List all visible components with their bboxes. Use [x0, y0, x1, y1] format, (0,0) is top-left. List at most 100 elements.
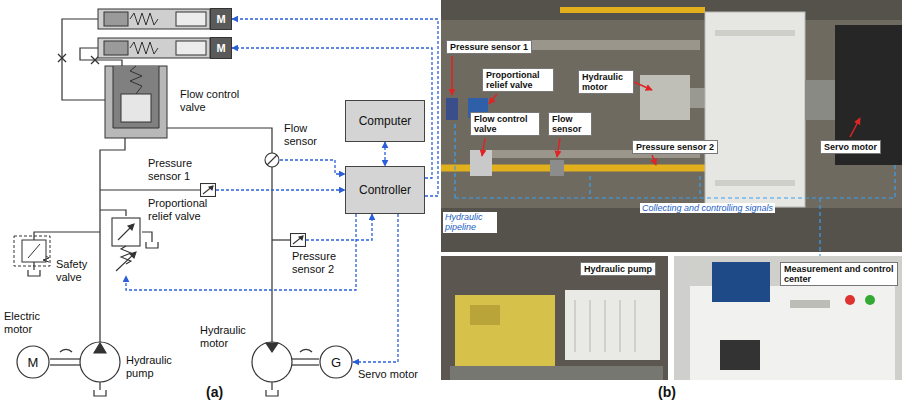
safety-valve-part — [22, 240, 46, 262]
control-center-photo-part — [674, 256, 902, 380]
flow-symbol-part — [265, 153, 279, 167]
hydraulic-lines-part — [58, 54, 66, 62]
pump-photo — [441, 256, 668, 380]
flow-control-valve-part — [121, 94, 151, 122]
servo-motor-circle: G — [319, 345, 353, 379]
signal-connector — [126, 214, 356, 290]
hydraulic-lines-part — [100, 210, 126, 216]
hydraulic-lines-part — [266, 390, 278, 396]
test-bench-photo-part — [715, 30, 795, 36]
test-bench-photo-part — [470, 150, 492, 176]
flow-symbol-drawing — [264, 152, 280, 168]
pressure-sensor-symbol: Pressure sensor 1 — [200, 183, 216, 197]
hydraulic-lines — [28, 19, 319, 396]
node-text: Flow sensor — [552, 114, 582, 134]
pump-photo-part — [565, 290, 660, 360]
flow-control-valve — [105, 66, 167, 138]
annotation-text: Collecting and controlling signals — [640, 203, 775, 213]
controller-box: Controller — [345, 166, 425, 214]
solenoid-valve-part — [104, 41, 128, 55]
control-center-photo-part — [720, 340, 760, 370]
solenoid-valve-part — [98, 38, 210, 58]
node-text: Flow control valve — [474, 114, 528, 134]
photo-label: Measurement and control center — [780, 262, 898, 286]
pump-and-motor-symbols-part — [94, 343, 106, 353]
node-text: Hydraulic motor — [582, 72, 623, 92]
signal-connector — [353, 214, 398, 362]
flow-symbol-part — [267, 155, 277, 165]
pump-photo-part — [470, 305, 500, 325]
hydraulic-lines-part — [50, 364, 80, 365]
panel-caption: (a) — [206, 384, 223, 401]
pump-and-motor-symbols — [60, 342, 312, 382]
press-symbol-part — [299, 236, 303, 240]
hydraulic-lines-part — [94, 390, 106, 396]
circ-symbol-part — [320, 346, 352, 378]
node-text: Computer — [359, 114, 412, 128]
part-label: Hydraulic motor — [200, 324, 252, 350]
test-bench-photo-part — [560, 7, 705, 13]
photo-label: Proportional relief valve — [482, 68, 554, 92]
signal-lines-part — [699, 176, 700, 198]
red-pointer-arrows-part — [850, 118, 860, 137]
solenoid-valve-part — [176, 12, 206, 26]
flow-control-valve-part — [113, 66, 159, 128]
computer-box: Computer — [345, 100, 425, 142]
hydraulic-lines-part — [292, 358, 319, 359]
hydraulic-lines-part — [272, 239, 290, 240]
signal-connector — [306, 214, 372, 240]
control-center-photo-part — [845, 295, 855, 305]
test-bench-photo-part — [441, 0, 902, 252]
solenoid-valve-part — [176, 41, 206, 55]
photo-label: Servo motor — [820, 140, 881, 154]
part-label: Servo motor — [358, 368, 428, 381]
red-pointer-arrows-part — [634, 82, 652, 90]
control-center-photo — [674, 256, 902, 380]
red-pointer-arrows-part — [489, 94, 497, 104]
red-pointer-arrows-part — [557, 138, 560, 157]
press-symbol-part — [203, 186, 213, 194]
relief-symbol-drawing — [110, 216, 142, 276]
pump-and-motor-symbols-part — [252, 342, 292, 382]
circ-symbol-part — [17, 346, 49, 378]
relief-symbol-part — [118, 225, 133, 240]
node-text: Pressure sensor 2 — [292, 250, 350, 276]
flow-control-valve-part — [130, 66, 142, 94]
photo-label: Flow sensor — [548, 112, 592, 136]
test-bench-photo-part — [690, 88, 705, 108]
relief-symbol-part — [128, 224, 134, 230]
relief-symbol-part — [130, 252, 136, 258]
red-pointer-arrows-part — [482, 138, 485, 156]
red-pointer-arrows-part — [451, 56, 453, 95]
electric-motor-circle: M — [16, 345, 50, 379]
photo-label: Hydraulic pump — [580, 262, 656, 276]
photo-label: Flow control valve — [470, 112, 540, 136]
photo-label: Pressure sensor 2 — [632, 140, 718, 154]
pump-and-motor-symbols-part — [266, 343, 278, 352]
safety-valve — [14, 236, 50, 266]
test-bench-photo-part — [715, 180, 795, 186]
relief-symbol-part — [116, 253, 135, 271]
test-bench-photo-part — [446, 98, 458, 120]
test-bench-photo-part — [640, 75, 690, 120]
node-text: Proportional relief valve — [148, 197, 218, 223]
node-text: Pressure sensor 2 — [636, 142, 714, 152]
pump-photo-part — [575, 300, 576, 352]
solenoid-valve-part — [130, 13, 158, 25]
pump-photo-part — [635, 300, 636, 352]
solenoid-valve — [98, 9, 210, 58]
solenoid-motor-box: M — [210, 37, 232, 59]
photo-label: Pressure sensor 1 — [446, 40, 532, 54]
relief-symbol-part — [112, 218, 140, 246]
hydraulic-lines-part — [146, 242, 158, 248]
press-symbol-part — [291, 234, 306, 247]
flow-control-valve-part — [105, 66, 167, 138]
signal-connector — [384, 142, 385, 166]
pump-photo-part — [450, 366, 663, 380]
safety-valve-part — [28, 244, 40, 258]
hydraulic-lines-part — [99, 382, 100, 390]
node-text: M — [216, 13, 225, 25]
control-center-photo-part — [865, 295, 875, 305]
hydraulic-lines-part — [50, 358, 80, 359]
